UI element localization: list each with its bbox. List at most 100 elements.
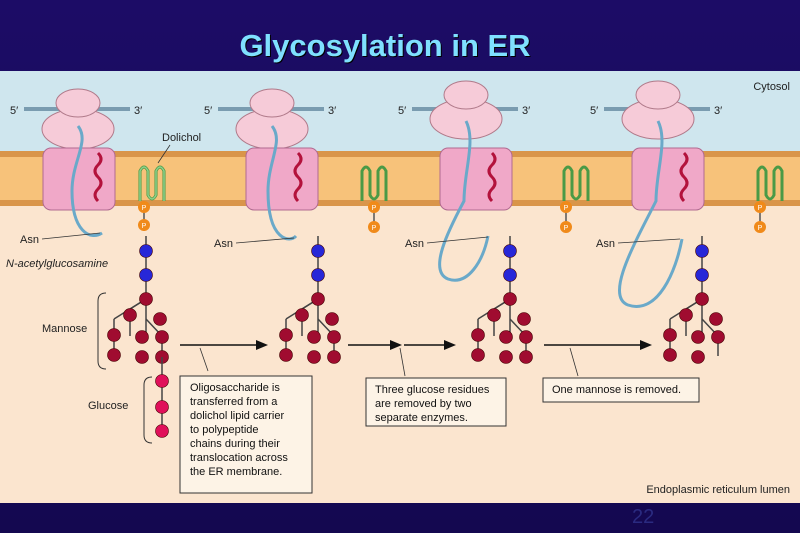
mannose-residue: [517, 312, 531, 326]
svg-text:P: P: [564, 225, 569, 232]
arrow-step-2b: [399, 340, 456, 377]
slide-title: Glycosylation in ER: [239, 28, 531, 63]
svg-text:P: P: [372, 205, 377, 212]
mannose-residue: [107, 328, 121, 342]
asn-label-1: Asn: [20, 234, 39, 246]
ribosome-small-subunit: [249, 88, 295, 118]
mannose-residue: [123, 308, 137, 322]
svg-text:P: P: [142, 223, 147, 230]
nacetylglucosamine-residue: [503, 244, 517, 258]
phosphate-group-3: P P: [560, 201, 572, 233]
mannose-residue: [327, 350, 341, 364]
signal-sequence: [679, 151, 689, 203]
arrow-step-1: [180, 340, 268, 372]
mrna-5-prime: 5′: [204, 105, 212, 117]
mannose-residue: [135, 330, 149, 344]
nacetylglucosamine-residue: [695, 268, 709, 282]
mannose-residue: [695, 292, 709, 306]
mannose-residue: [307, 350, 321, 364]
phosphate-group-4: P P: [754, 201, 766, 233]
mrna-3-prime: 3′: [522, 105, 530, 117]
asn-label-2: Asn: [214, 238, 233, 250]
mannose-residue: [471, 328, 485, 342]
translocon-stage-1: 5′ 3′: [10, 88, 142, 238]
mrna-5-prime: 5′: [398, 105, 406, 117]
mannose-residue: [709, 312, 723, 326]
page-number: 22: [632, 506, 655, 528]
glucose-residue: [155, 424, 169, 438]
polypeptide-chain: [70, 125, 103, 238]
glucose-residue: [155, 374, 169, 388]
mannose-residue: [519, 350, 533, 364]
arrow-step-3: [544, 340, 652, 377]
ribosome-small-subunit: [635, 80, 681, 110]
nacetylglucosamine-residue: [139, 268, 153, 282]
signal-sequence: [487, 151, 497, 203]
oligosaccharide-tree: [107, 236, 169, 438]
translocon-channel: [245, 147, 319, 211]
mannose-residue: [107, 348, 121, 362]
mannose-residue: [519, 330, 533, 344]
glucose-label: Glucose: [88, 400, 128, 412]
asn-label-3: Asn: [405, 238, 424, 250]
svg-text:P: P: [564, 205, 569, 212]
mannose-residue: [499, 330, 513, 344]
svg-text:P: P: [758, 225, 763, 232]
phosphate-group-1: P P: [138, 201, 150, 231]
step-3-text: One mannose is removed.: [552, 384, 681, 396]
mannose-residue: [663, 348, 677, 362]
mannose-residue: [503, 292, 517, 306]
cytosol-label: Cytosol: [753, 81, 790, 93]
polypeptide-chain: [438, 120, 490, 282]
translocon-stage-4: 5′ 3′: [590, 80, 722, 308]
step-box-3: One mannose is removed.: [542, 377, 700, 403]
lumen-label: Endoplasmic reticulum lumen: [646, 484, 790, 496]
nacetylglucosamine-residue: [503, 268, 517, 282]
mannose-residue: [691, 350, 705, 364]
nacetylglucosamine-label: N-acetylglucosamine: [6, 258, 108, 270]
mrna-5-prime: 5′: [590, 105, 598, 117]
dolichol-pointer: [157, 144, 171, 164]
dolichol-carrier-1: [138, 165, 166, 201]
mrna-3-prime: 3′: [328, 105, 336, 117]
nacetylglucosamine-residue: [139, 244, 153, 258]
svg-text:P: P: [758, 205, 763, 212]
dolichol-carrier-4: [756, 165, 784, 201]
polypeptide-chain: [617, 120, 684, 308]
mannose-residue: [311, 292, 325, 306]
mannose-residue: [155, 330, 169, 344]
nacetylglucosamine-residue: [695, 244, 709, 258]
mannose-residue: [499, 350, 513, 364]
nacetylglucosamine-residue: [311, 244, 325, 258]
translocon-channel: [42, 147, 116, 211]
signal-sequence: [293, 151, 303, 203]
mannose-residue: [327, 330, 341, 344]
svg-text:P: P: [142, 205, 147, 212]
mannose-residue: [153, 312, 167, 326]
translocon-channel: [631, 147, 705, 211]
mannose-residue: [679, 308, 693, 322]
dolichol-label: Dolichol: [162, 132, 201, 144]
mannose-residue: [471, 348, 485, 362]
signal-sequence: [93, 151, 103, 203]
mannose-residue: [135, 350, 149, 364]
arrow-step-2a: [348, 340, 402, 350]
mannose-residue: [691, 330, 705, 344]
oligosaccharide-trees: [107, 236, 725, 438]
phosphate-group-2: P P: [368, 201, 380, 233]
glycosylation-figure: Cytosol Endoplasmic reticulum lumen 5′ 3…: [0, 71, 800, 503]
asn-label-4: Asn: [596, 238, 615, 250]
mrna-3-prime: 3′: [134, 105, 142, 117]
dolichol-carrier-2: [360, 165, 388, 201]
mrna-3-prime: 3′: [714, 105, 722, 117]
glucose-bracket: [143, 376, 153, 444]
mannose-residue: [139, 292, 153, 306]
mannose-residue: [325, 312, 339, 326]
oligosaccharide-tree: [279, 236, 341, 364]
translocon-channel: [439, 147, 513, 211]
mannose-bracket: [97, 292, 107, 370]
